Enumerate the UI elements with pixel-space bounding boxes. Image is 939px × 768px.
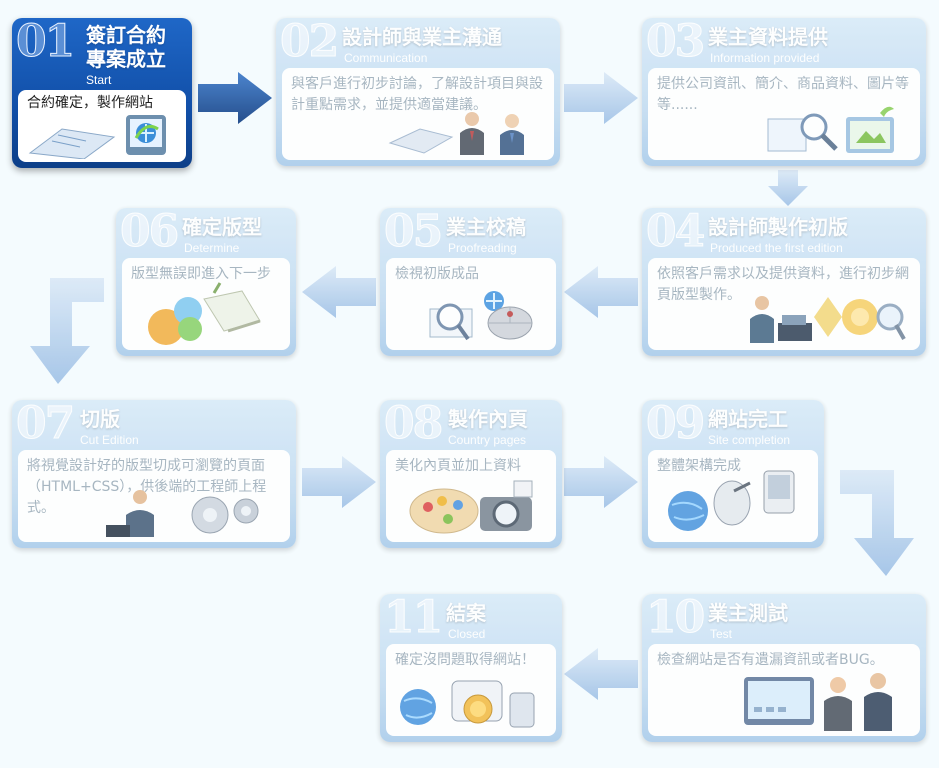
step-description: 檢視初版成品 xyxy=(395,266,479,282)
step-number: 04 xyxy=(645,206,705,257)
step-subtitle: Determine xyxy=(184,241,240,255)
arrow-01-to-02 xyxy=(198,72,272,124)
globe-satellite-icon xyxy=(668,470,795,531)
step-04-card: 04 設計師製作初版 Produced the first edition 依照… xyxy=(642,208,926,356)
arrow-07-to-08 xyxy=(302,456,376,508)
step-title: 業主測試 xyxy=(708,601,788,625)
step-body: 版型無誤即進入下一步 xyxy=(122,258,290,350)
step-03-card: 03 業主資料提供 Information provided 提供公司資訊、簡介… xyxy=(642,18,926,166)
step-subtitle: Closed xyxy=(448,627,486,641)
step-body: 檢視初版成品 xyxy=(386,258,556,350)
mouse-magnifier-icon xyxy=(429,291,533,341)
contract-computer-icon xyxy=(28,115,166,159)
arrow-04-to-05 xyxy=(564,266,638,318)
designer-computer-icon xyxy=(750,296,906,343)
step-body: 將視覺設計好的版型切成可瀏覽的頁面（HTML+CSS），供後端的工程師上程式。 xyxy=(18,450,290,542)
step-title: 業主資料提供 xyxy=(708,25,828,49)
step-subtitle: Start xyxy=(86,73,112,87)
step-05-card: 05 業主校稿 Proofreading 檢視初版成品 xyxy=(380,208,562,356)
step-description: 整體架構完成 xyxy=(657,458,741,474)
step-09-card: 09 網站完工 Site completion 整體架構完成 xyxy=(642,400,824,548)
step-body: 與客戶進行初步討論，了解設計項目與設計重點需求，並提供適當建議。 xyxy=(282,68,554,160)
step-number: 02 xyxy=(279,16,339,67)
step-07-card: 07 切版 Cut Edition 將視覺設計好的版型切成可瀏覽的頁面（HTML… xyxy=(12,400,296,548)
arrow-02-to-03 xyxy=(564,72,638,124)
discussion-people-icon xyxy=(388,112,524,155)
spheres-book-icon xyxy=(148,282,261,345)
documents-magnifier-icon xyxy=(767,106,894,153)
step-number: 09 xyxy=(645,398,705,449)
step-subtitle: Site completion xyxy=(708,433,791,447)
arrow-05-to-06 xyxy=(302,266,376,318)
step-body: 檢查網站是否有遺漏資訊或者BUG。 xyxy=(648,644,920,736)
step-title: 設計師製作初版 xyxy=(708,215,848,239)
step-description: 合約確定，製作網站 xyxy=(27,95,153,111)
step-title: 業主校稿 xyxy=(446,215,526,239)
step-title: 設計師與業主溝通 xyxy=(342,25,502,49)
step-number: 03 xyxy=(645,16,705,67)
arrow-03-to-04 xyxy=(768,170,808,206)
step-title: 簽訂合約 xyxy=(86,23,166,47)
step-description: 美化內頁並加上資料 xyxy=(395,458,521,474)
step-body: 美化內頁並加上資料 xyxy=(386,450,556,542)
engineer-gears-icon xyxy=(106,490,259,537)
step-06-card: 06 確定版型 Determine 版型無誤即進入下一步 xyxy=(116,208,296,356)
step-subtitle: Information provided xyxy=(710,51,820,65)
step-description: 依照客戶需求以及提供資料，進行初步網頁版型製作。 xyxy=(657,266,909,303)
step-number: 07 xyxy=(15,398,75,449)
step-description: 檢查網站是否有遺漏資訊或者BUG。 xyxy=(657,652,884,668)
step-title: 網站完工 xyxy=(708,407,788,431)
arrow-09-to-10 xyxy=(840,470,914,576)
step-subtitle: Test xyxy=(710,627,733,641)
step-subtitle: Proofreading xyxy=(448,241,517,255)
step-subtitle: Country pages xyxy=(448,433,527,447)
globe-coins-icon xyxy=(400,680,535,728)
step-title-line2: 專案成立 xyxy=(86,47,166,71)
step-body: 提供公司資訊、簡介、商品資料、圖片等等...... xyxy=(648,68,920,160)
step-title: 確定版型 xyxy=(182,215,262,239)
arrow-06-to-07 xyxy=(30,278,104,384)
step-title: 切版 xyxy=(80,407,120,431)
step-body: 合約確定，製作網站 xyxy=(18,90,186,162)
step-number: 05 xyxy=(383,206,443,257)
step-title: 製作內頁 xyxy=(448,407,528,431)
palette-camera-icon xyxy=(409,480,533,534)
step-number: 01 xyxy=(15,16,75,67)
step-subtitle: Communication xyxy=(344,51,428,65)
step-body: 整體架構完成 xyxy=(648,450,818,542)
step-number: 10 xyxy=(645,592,705,643)
step-number: 08 xyxy=(383,398,443,449)
step-body: 確定沒問題取得網站！ xyxy=(386,644,556,736)
testers-monitor-icon xyxy=(744,673,892,731)
step-subtitle: Cut Edition xyxy=(80,433,139,447)
step-description: 將視覺設計好的版型切成可瀏覽的頁面（HTML+CSS），供後端的工程師上程式。 xyxy=(27,458,267,516)
step-description: 提供公司資訊、簡介、商品資料、圖片等等...... xyxy=(657,76,909,113)
step-11-card: 11 結案 Closed 確定沒問題取得網站！ xyxy=(380,594,562,742)
step-description: 確定沒問題取得網站！ xyxy=(395,652,535,668)
step-description: 與客戶進行初步討論，了解設計項目與設計重點需求，並提供適當建議。 xyxy=(291,76,543,113)
step-number: 11 xyxy=(383,592,443,643)
arrow-08-to-09 xyxy=(564,456,638,508)
step-08-card: 08 製作內頁 Country pages 美化內頁並加上資料 xyxy=(380,400,562,548)
step-number: 06 xyxy=(119,206,179,257)
step-body: 依照客戶需求以及提供資料，進行初步網頁版型製作。 xyxy=(648,258,920,350)
step-01-card: 01 簽訂合約 專案成立 Start 合約確定，製作網站 xyxy=(12,18,192,168)
step-description: 版型無誤即進入下一步 xyxy=(131,266,271,282)
step-subtitle: Produced the first edition xyxy=(710,241,843,255)
step-title: 結案 xyxy=(446,601,486,625)
arrow-10-to-11 xyxy=(564,648,638,700)
step-10-card: 10 業主測試 Test 檢查網站是否有遺漏資訊或者BUG。 xyxy=(642,594,926,742)
step-02-card: 02 設計師與業主溝通 Communication 與客戶進行初步討論，了解設計… xyxy=(276,18,560,166)
